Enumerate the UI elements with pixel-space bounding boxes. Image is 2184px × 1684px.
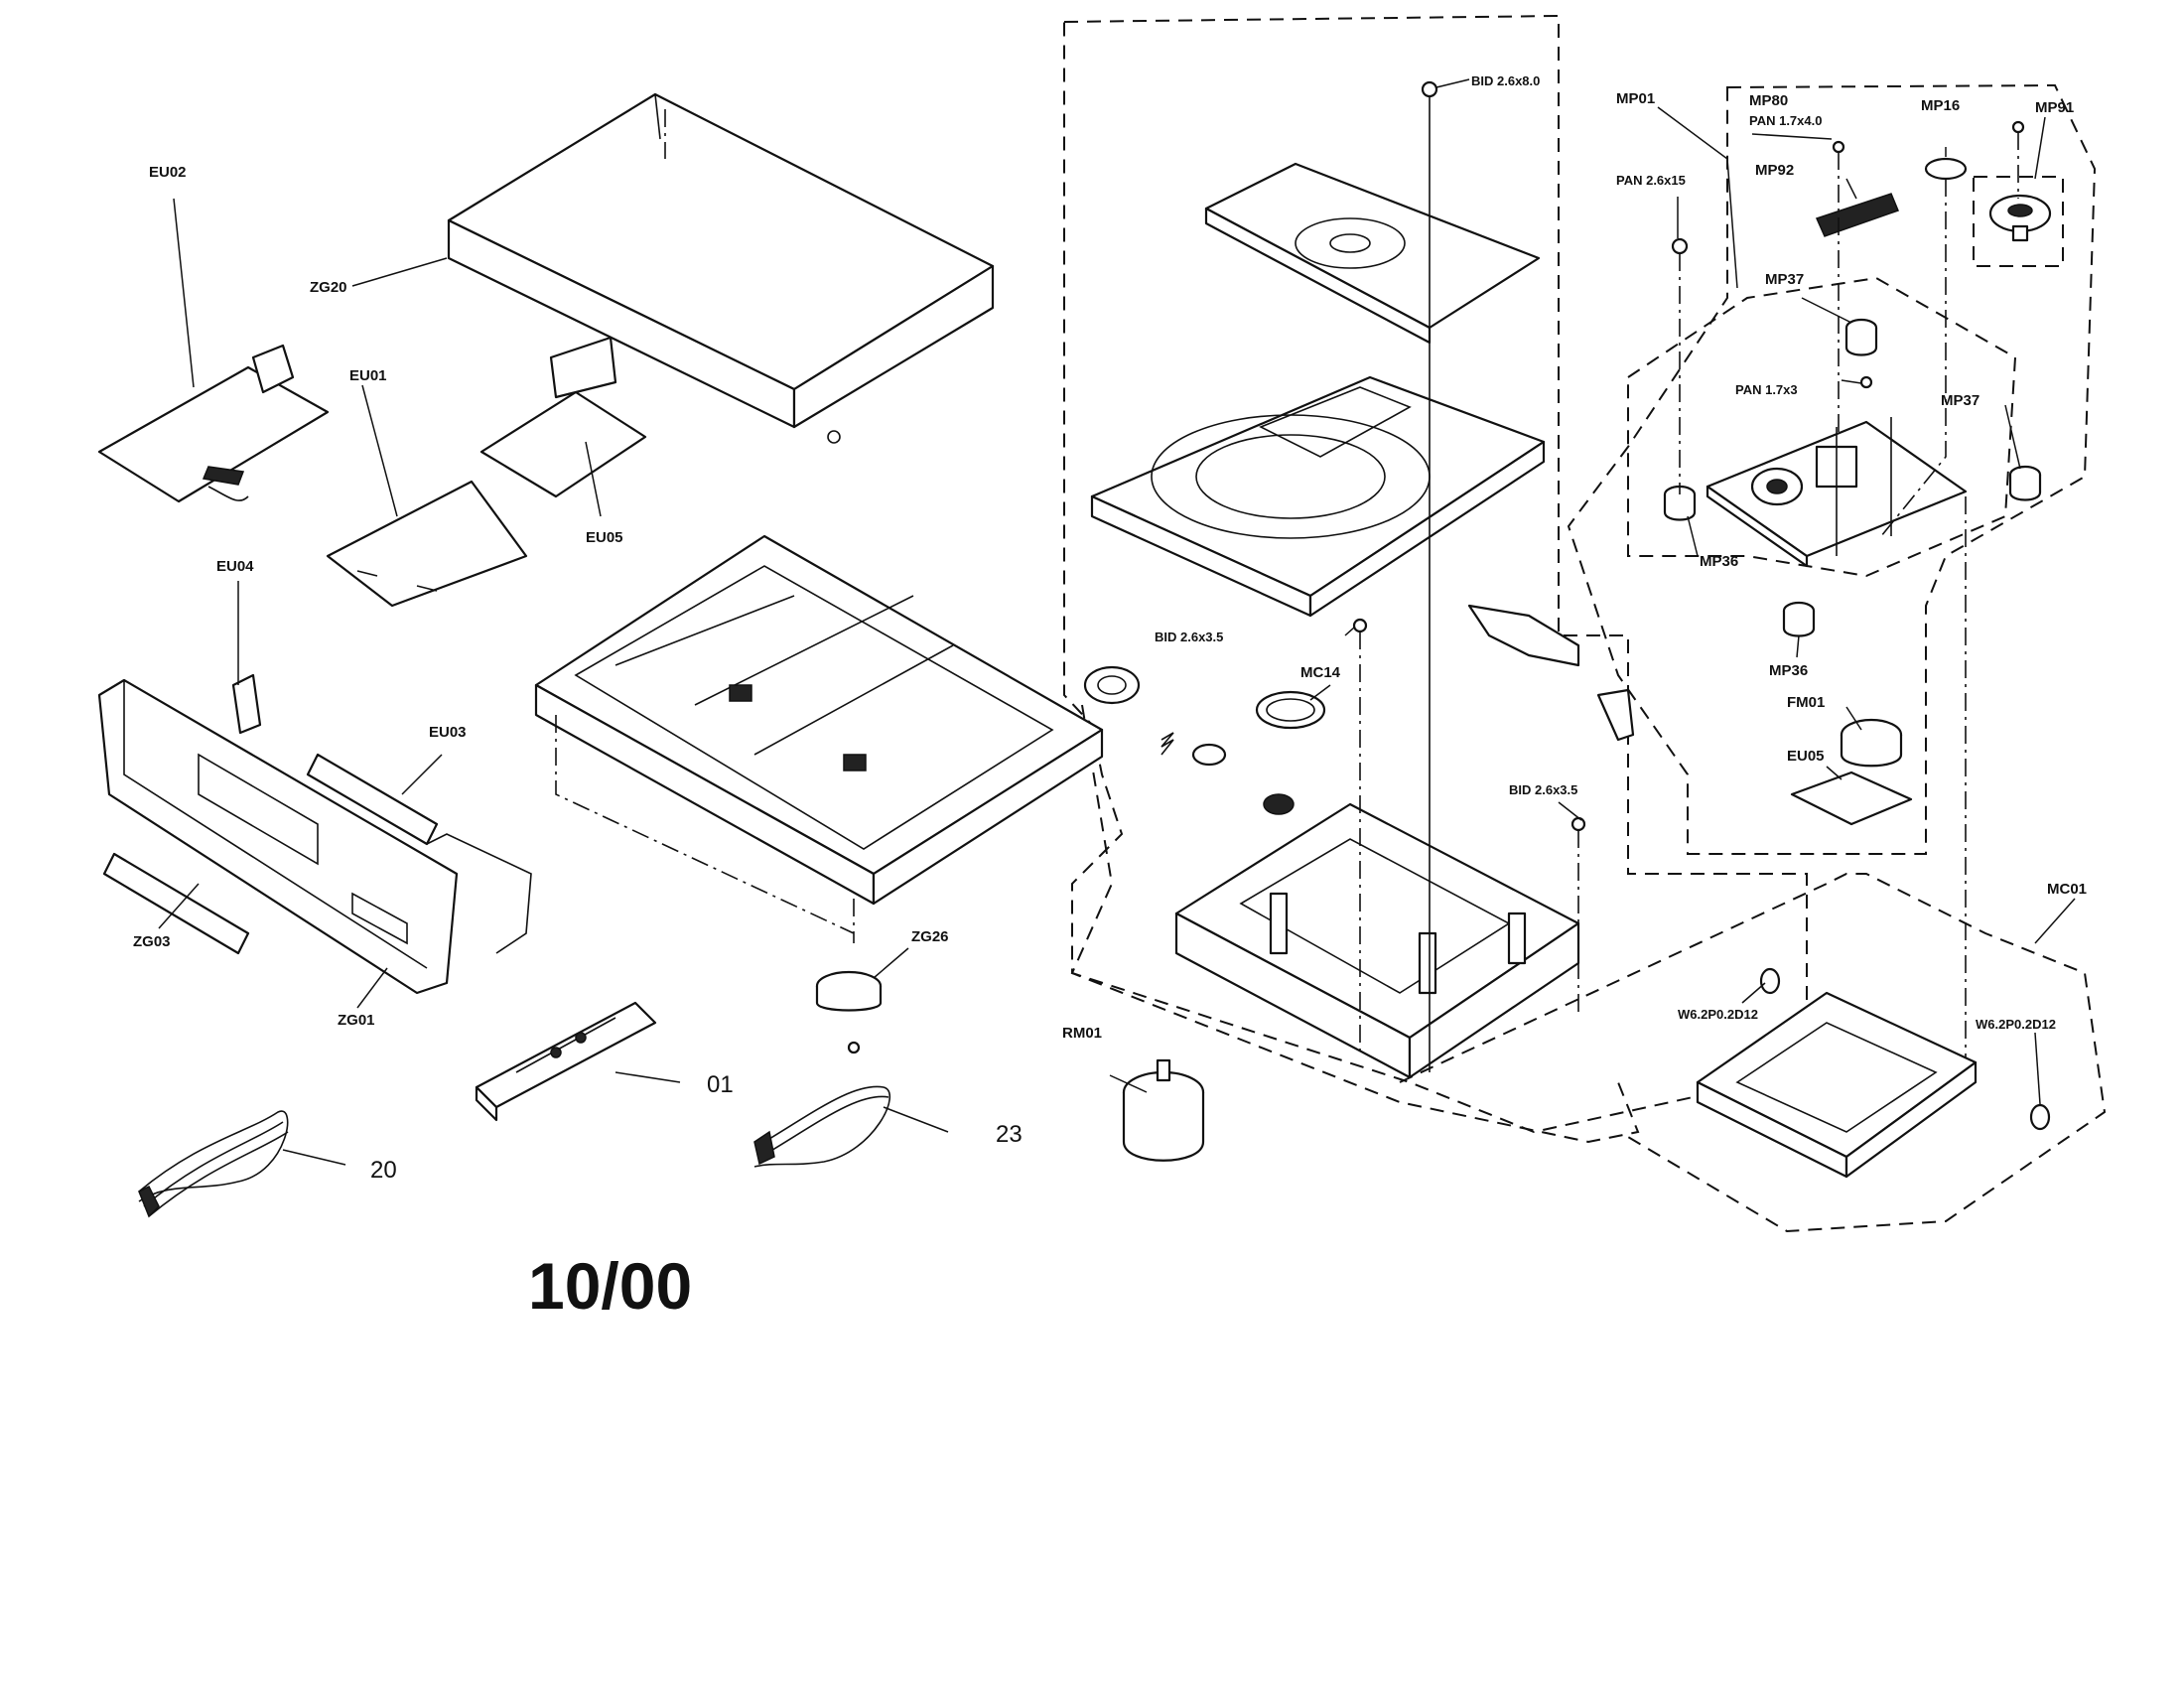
spur-gear (1263, 793, 1295, 815)
frame-mc01 (1696, 991, 1978, 1179)
label-zg01: ZG01 (338, 1012, 375, 1029)
lever-arm (1467, 604, 1580, 667)
label-mp80: MP80 (1749, 92, 1788, 109)
screw-mp91 (2011, 120, 2025, 134)
screw-pan-26x15 (1671, 237, 1689, 255)
drive-gear (1083, 665, 1141, 705)
loader-boundary (1070, 704, 1640, 1144)
turntable-mp91 (1988, 194, 2052, 242)
screw-bid-26x35-a (1352, 618, 1368, 1052)
motor-fm01 (1840, 718, 1903, 768)
label-eu02: EU02 (149, 164, 187, 181)
label-mp37-a: MP37 (1765, 271, 1804, 288)
label-mp36-b: MP36 (1769, 662, 1808, 679)
label-eu04: EU04 (216, 558, 254, 575)
label-washer-a: W6.2P0.2D12 (1678, 1007, 1758, 1022)
label-fm01: FM01 (1787, 694, 1825, 711)
leader-lines (158, 78, 2076, 1166)
label-mp37-b: MP37 (1941, 392, 1979, 409)
front-panel (97, 678, 459, 995)
screw-bid-26x35-b (1570, 816, 1586, 1013)
pickup-group-boundary (1567, 83, 2097, 855)
label-power-cord: 23 (996, 1121, 1023, 1148)
main-chassis (534, 534, 1104, 943)
label-eu05-top: EU05 (586, 529, 623, 546)
av-cable (138, 1110, 289, 1218)
washer-a (1759, 967, 1781, 995)
spring (1160, 732, 1174, 756)
bracket-eu03 (306, 753, 532, 954)
belt-mc14 (1255, 690, 1326, 730)
damper-mp37-b (2008, 465, 2042, 501)
pickup-unit (1706, 417, 1968, 568)
damper-mp36-b (1782, 601, 1816, 637)
label-zg03: ZG03 (133, 933, 171, 950)
screw-pan-17x40 (1832, 140, 1845, 154)
label-mp36-a: MP36 (1700, 553, 1738, 570)
label-bid-26x35-a: BID 2.6x3.5 (1155, 630, 1223, 644)
label-zg26: ZG26 (911, 928, 949, 945)
top-cover (447, 92, 995, 444)
board-eu05-bottom (1790, 771, 1913, 826)
damper-mp37-a (1844, 318, 1878, 356)
mc01-group-boundary (1399, 873, 2107, 1233)
label-av-cable: 20 (370, 1157, 397, 1184)
label-washer-b: W6.2P0.2D12 (1976, 1017, 2056, 1032)
pickup-subgroup-boundary (1627, 276, 2017, 578)
board-eu02 (97, 344, 330, 503)
board-eu05-top (479, 336, 647, 498)
label-pan-17x3: PAN 1.7x3 (1735, 382, 1798, 397)
power-cord (753, 1085, 890, 1168)
screw-pan-17x3 (1859, 375, 1873, 389)
label-mp01: MP01 (1616, 90, 1655, 107)
label-mp16: MP16 (1921, 97, 1960, 114)
belt-inner (1266, 698, 1315, 722)
loader-mechanism (1174, 802, 1580, 1079)
remote-control (475, 1001, 657, 1122)
label-zg20: ZG20 (310, 279, 347, 296)
board-eu01 (326, 480, 528, 608)
tray-top-plate (1204, 162, 1541, 345)
part-mp16 (1924, 157, 1968, 181)
disc-tray (1090, 375, 1546, 618)
label-mc01: MC01 (2047, 881, 2087, 898)
label-bid-26x80: BID 2.6x8.0 (1471, 73, 1540, 88)
date-stamp: 10/00 (528, 1249, 692, 1323)
label-eu03: EU03 (429, 724, 467, 741)
label-pan-17x40: PAN 1.7x4.0 (1749, 113, 1822, 128)
part-mp92 (1815, 193, 1899, 237)
label-eu01: EU01 (349, 367, 387, 384)
pulley-gear (1191, 743, 1227, 767)
foot-zg26 (815, 970, 883, 1054)
screw-bid-26x80 (1421, 80, 1438, 1072)
label-bid-26x35-b: BID 2.6x3.5 (1509, 782, 1577, 797)
label-rm01: RM01 (1062, 1025, 1102, 1042)
washer-b (2029, 1103, 2051, 1131)
bracket-eu04 (231, 673, 262, 735)
label-mp91: MP91 (2035, 99, 2074, 116)
label-remote: 01 (707, 1071, 734, 1098)
label-mp92: MP92 (1755, 162, 1794, 179)
label-mc14: MC14 (1300, 664, 1341, 681)
label-pan-26x15: PAN 2.6x15 (1616, 173, 1686, 188)
motor-rm01 (1122, 1058, 1205, 1162)
display-window (102, 852, 250, 955)
small-hook (1596, 688, 1635, 742)
label-eu05-bottom: EU05 (1787, 748, 1825, 765)
